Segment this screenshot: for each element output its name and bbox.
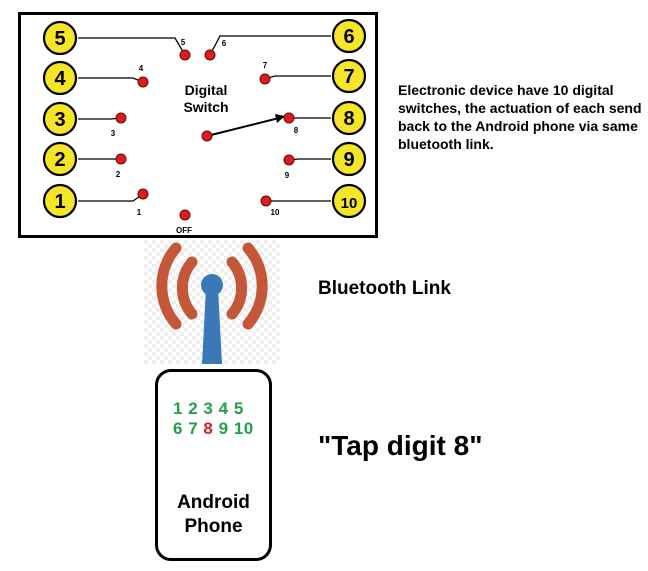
phone-digit-keypad: 1 2 3 4 5 6 7 8 9 10 <box>173 399 263 439</box>
leader-line-7 <box>264 75 331 80</box>
contact-label-9: 9 <box>285 171 290 180</box>
position-badge-number-4: 4 <box>54 68 66 90</box>
bluetooth-link-label: Bluetooth Link <box>318 278 451 299</box>
phone-digit-9[interactable]: 9 <box>218 419 229 438</box>
contact-label-5: 5 <box>181 38 186 47</box>
phone-label-line1: Android <box>177 492 250 513</box>
position-badge-number-8: 8 <box>343 108 354 130</box>
contact-dot-6 <box>204 49 216 61</box>
contact-label-7: 7 <box>263 61 268 70</box>
contact-label-1: 1 <box>137 208 142 217</box>
position-badge-5 <box>42 20 78 56</box>
leader-line-4 <box>78 77 144 83</box>
bluetooth-antenna-icon <box>144 240 280 364</box>
switch-pivot-dot <box>201 130 213 142</box>
switch-pointer <box>206 116 284 137</box>
phone-digit-1[interactable]: 1 <box>173 399 183 418</box>
contact-label-2: 2 <box>116 170 121 179</box>
digit-row-2: 6 7 8 9 10 <box>173 419 263 439</box>
position-badge-10 <box>331 183 367 219</box>
switch-title-line2: Switch <box>183 99 228 115</box>
position-badge-8 <box>331 100 367 136</box>
contact-label-8: 8 <box>294 126 299 135</box>
signal-waves <box>156 242 268 330</box>
digital-switch-panel: 1 2 3 4 5 6 7 8 9 10 1 2 3 4 5 6 7 8 9 10 Digital Switch O… <box>18 12 378 238</box>
leader-line-1 <box>78 193 144 202</box>
position-badge-number-3: 3 <box>54 109 65 131</box>
leader-line-9 <box>288 158 331 161</box>
phone-digit-7[interactable]: 7 <box>188 419 199 438</box>
contact-label-6: 6 <box>222 39 227 48</box>
switch-pointer-arrowhead <box>275 114 285 123</box>
position-badge-number-2: 2 <box>54 149 65 171</box>
position-badge-7 <box>331 58 367 94</box>
phone-digit-4[interactable]: 4 <box>218 399 229 418</box>
phone-digit-6[interactable]: 6 <box>173 419 183 438</box>
android-phone: 1 2 3 4 5 6 7 8 9 10 Android Phone <box>155 369 272 561</box>
position-badge-number-10: 10 <box>341 195 358 212</box>
tap-instruction: "Tap digit 8" <box>318 430 483 461</box>
phone-digit-3[interactable]: 3 <box>203 399 214 418</box>
phone-label: Android Phone <box>158 491 269 539</box>
phone-digit-2[interactable]: 2 <box>188 399 199 418</box>
device-description: Electronic device have 10 digital switch… <box>398 82 642 152</box>
contact-dot-4 <box>137 76 149 88</box>
position-badge-1 <box>42 183 78 219</box>
contact-label-4: 4 <box>139 64 144 73</box>
leader-line-6 <box>209 35 331 56</box>
antenna-mast <box>202 288 222 364</box>
contact-dot-7 <box>259 73 271 85</box>
antenna-tip <box>201 274 223 296</box>
position-badge-number-1: 1 <box>54 191 65 213</box>
digit-row-1: 1 2 3 4 5 <box>173 399 263 419</box>
position-badge-4 <box>42 60 78 96</box>
phone-digit-5[interactable]: 5 <box>233 399 244 418</box>
position-badge-2 <box>42 141 78 177</box>
contact-dot-1 <box>137 188 149 200</box>
switch-diagram: 1 2 3 4 5 6 7 8 9 10 1 2 3 4 5 6 7 8 9 10 Digital Switch O… <box>42 18 367 235</box>
off-contact-dot <box>179 209 191 221</box>
position-badge-9 <box>331 141 367 177</box>
contact-label-3: 3 <box>111 129 116 138</box>
contact-dot-2 <box>115 153 127 165</box>
position-badge-6 <box>331 18 367 54</box>
position-badge-number-9: 9 <box>343 149 354 171</box>
position-badge-number-7: 7 <box>343 66 354 88</box>
phone-digit-8[interactable]: 8 <box>203 419 214 438</box>
contact-dot-8 <box>283 112 295 124</box>
off-label: OFF <box>176 226 192 235</box>
switch-title-line1: Digital <box>185 82 228 98</box>
phone-label-line2: Phone <box>184 516 243 537</box>
leader-line-5 <box>78 37 186 56</box>
leader-line-3 <box>78 117 122 120</box>
contact-dot-10 <box>260 195 272 207</box>
contact-dot-3 <box>115 112 127 124</box>
position-badge-number-6: 6 <box>343 26 354 48</box>
contact-dot-9 <box>283 154 295 166</box>
position-badge-number-5: 5 <box>54 28 65 50</box>
position-badge-3 <box>42 101 78 137</box>
contact-dot-5 <box>179 49 191 61</box>
contact-label-10: 10 <box>271 208 280 217</box>
phone-digit-10[interactable]: 10 <box>233 419 254 438</box>
